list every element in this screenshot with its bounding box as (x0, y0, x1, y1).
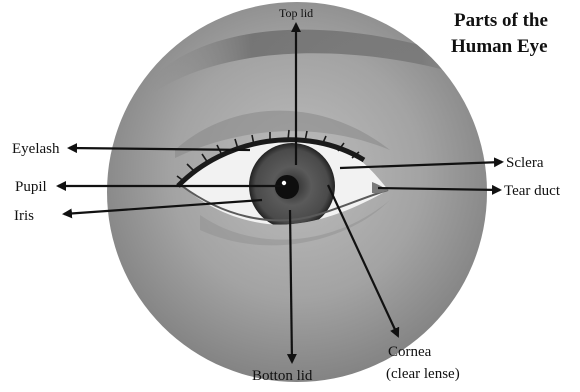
title-line-2: Human Eye (451, 36, 548, 57)
label-iris: Iris (14, 208, 34, 224)
label-cornea-note: (clear lense) (386, 366, 460, 382)
label-pupil: Pupil (15, 179, 47, 195)
label-sclera: Sclera (506, 155, 544, 171)
eye-photo (107, 2, 490, 382)
pupil-highlight (282, 181, 286, 185)
label-tear-duct: Tear duct (504, 183, 561, 199)
label-cornea: Cornea (388, 344, 432, 360)
label-bottom-lid: Botton lid (252, 368, 313, 384)
title-line-1: Parts of the (454, 10, 548, 31)
label-top-lid: Top lid (279, 6, 313, 20)
label-eyelash: Eyelash (12, 141, 60, 157)
